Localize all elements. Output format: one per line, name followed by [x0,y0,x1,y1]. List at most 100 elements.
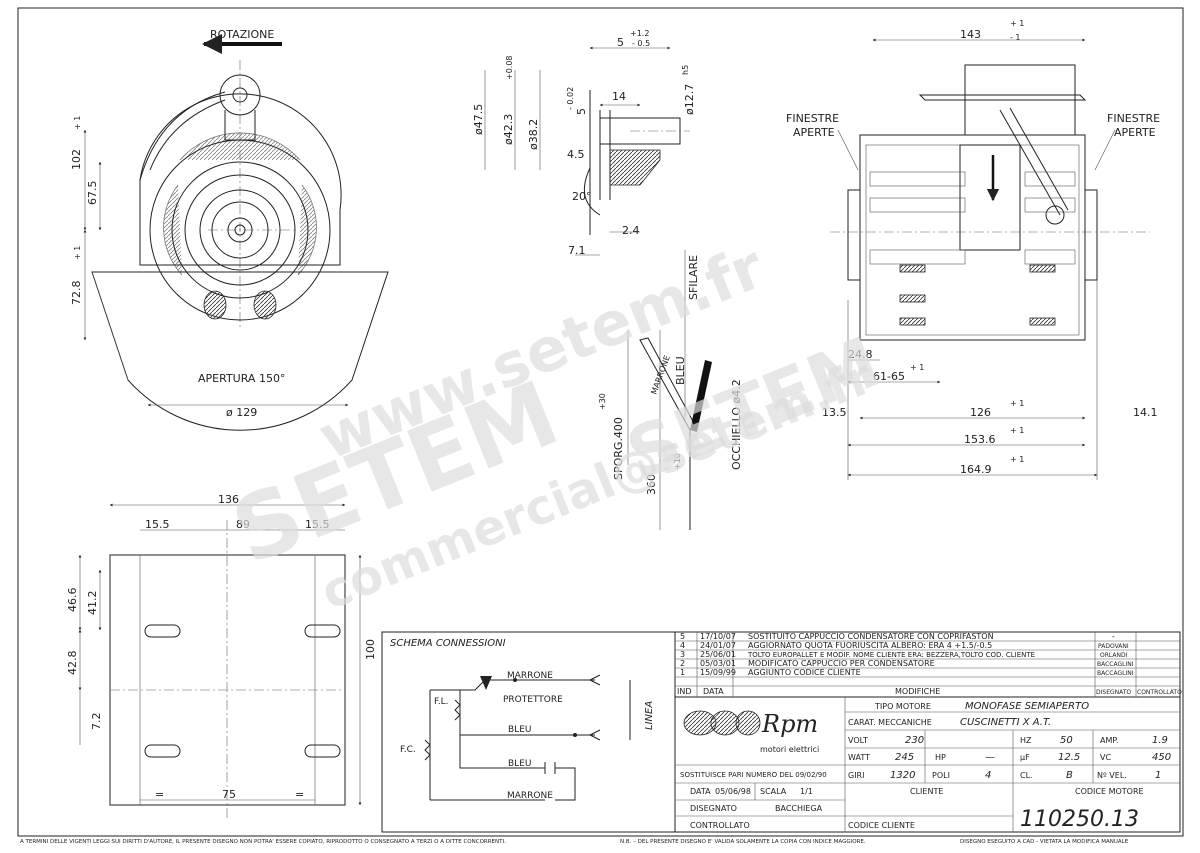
protector-label: PROTETTORE [503,695,563,705]
wire-blue-mid: BLEU [508,725,531,735]
hp-value: — [985,752,995,763]
dim-12-7: ø12.7 [683,84,696,115]
svg-text:05/03/01: 05/03/01 [700,659,736,668]
svg-text:Nº VEL.: Nº VEL. [1097,771,1127,780]
open-windows-left-l1: FINESTRE [786,112,839,125]
svg-text:4: 4 [680,641,685,650]
wire-blue-label: BLEU [674,356,687,385]
shaft-detail-view: 20° ø47.5 ø42.3 +0.08 ø38.2 - 0.02 5 ø12… [472,29,696,257]
vc-value: 450 [1152,752,1171,763]
sheet-border [17,7,1184,837]
svg-text:3: 3 [680,650,685,659]
svg-text:motori elettrici: motori elettrici [760,745,819,754]
svg-text:+ 1: + 1 [1010,19,1024,28]
svg-text:+0.08: +0.08 [505,55,514,80]
svg-text:DISEGNATO: DISEGNATO [1096,689,1131,696]
dim-5-top: 5 [617,36,624,49]
svg-text:MODIFICATO CAPPUCCIO PER CONDE: MODIFICATO CAPPUCCIO PER CONDENSATORE [748,659,935,668]
cable-detail-view: SFILARE BLEU MARRONE SPORG.400 +30 OCCHI… [598,250,743,530]
svg-text:2: 2 [680,659,685,668]
svg-text:+ 1: + 1 [1010,426,1024,435]
dim-diameter-129: ø 129 [226,406,257,419]
dim-72-8: 72.8 [70,281,83,306]
poles-value: 4 [985,770,991,781]
svg-text:Rpm: Rpm [761,710,818,738]
svg-text:VC: VC [1100,753,1111,762]
motor-code: 110250.13 [1020,807,1139,832]
revision-row-3: 3 25/06/01 TOLTO EUROPALLET E MODIF. NOM… [680,650,1128,659]
revision-row-4: 4 24/01/07 AGGIORNATO QUOTA FUORIUSCITA … [680,641,1129,650]
svg-text:IND: IND [677,687,692,696]
footer-note: N.B. – DEL PRESENTE DISEGNO E' VALIDA SO… [620,839,866,845]
title-block: SCHEMA CONNESSIONI MARRONE PROTETTORE BL… [381,631,1182,833]
watermark: www.setem.fr SETEM SETEM commercial@sete… [219,232,891,621]
svg-text:- 1: - 1 [1010,33,1021,42]
svg-text:MODIFICHE: MODIFICHE [895,687,940,696]
svg-text:17/10/07: 17/10/07 [700,632,736,641]
side-view: FINESTRE APERTE FINESTRE APERTE 143 + 1 … [786,19,1160,480]
svg-text:ORLANDI: ORLANDI [1100,652,1128,659]
dim-42-8: 42.8 [66,651,79,676]
drawing-date: 05/06/98 [715,787,751,796]
svg-text:DATA: DATA [703,687,724,696]
svg-text:CONTROLLATO: CONTROLLATO [690,821,750,830]
svg-text:+ 1: + 1 [1010,455,1024,464]
svg-text:5: 5 [680,632,685,641]
rpm-value: 1320 [890,770,915,781]
dim-2-4: 2.4 [622,224,640,237]
dim-126: 126 [970,406,991,419]
dim-164-9: 164.9 [960,463,992,476]
slide-off-label: SFILARE [687,255,700,300]
svg-text:h5: h5 [681,65,690,75]
dim-15-5-right: 15.5 [305,518,330,531]
amp-value: 1.9 [1152,735,1168,746]
fc-label: F.C. [400,745,416,755]
svg-text:CLIENTE: CLIENTE [910,787,943,796]
dim-61-65: 61-65 [873,370,905,383]
svg-text:DATA: DATA [690,787,711,796]
svg-text:AGGIUNTO CODICE CLIENTE: AGGIUNTO CODICE CLIENTE [748,668,861,677]
revision-table: 5 17/10/07 SOSTITUITO CAPPUCCIO CONDENSA… [675,632,1182,698]
svg-text:CL.: CL. [1020,771,1033,780]
svg-text:24/01/07: 24/01/07 [700,641,736,650]
svg-text:VOLT: VOLT [848,736,868,745]
dim-5-shaft: 5 [575,108,588,115]
svg-text:1: 1 [680,668,685,677]
drawn-by: BACCHIEGA [775,804,823,813]
svg-text:PADOVANI: PADOVANI [1098,643,1129,650]
dim-38-2: ø38.2 [527,119,540,150]
wire-brown-top: MARRONE [507,671,553,681]
open-windows-right-l2: APERTE [1114,126,1156,139]
motor-type: MONOFASE SEMIAPERTO [965,701,1089,712]
dim-15-5-left: 15.5 [145,518,170,531]
open-windows-left-l2: APERTE [793,126,835,139]
line-label: LINEA [644,701,655,730]
svg-text:WATT: WATT [848,753,870,762]
svg-text:µF: µF [1020,753,1030,762]
dim-67-5: 67.5 [86,181,99,206]
svg-text:+ 1: + 1 [73,116,82,130]
svg-text:15/09/99: 15/09/99 [700,668,736,677]
svg-text:+1.2: +1.2 [630,29,649,38]
svg-text:CODICE CLIENTE: CODICE CLIENTE [848,821,915,830]
rotation-label: ROTAZIONE [210,28,274,41]
dim-100: 100 [364,639,377,660]
revision-row-1: 1 15/09/99 AGGIUNTO CODICE CLIENTE BACCA… [680,668,1134,677]
wire-brown-bottom: MARRONE [507,791,553,801]
watt-value: 245 [895,752,914,763]
svg-text:DISEGNATO: DISEGNATO [690,804,737,813]
svg-text:AMP.: AMP. [1100,736,1119,745]
svg-text:AGGIORNATO QUOTA FUORIUSCITA A: AGGIORNATO QUOTA FUORIUSCITA ALBERO: ERA… [748,641,992,650]
svg-text:SOSTITUISCE PARI NUMERO DEL 09: SOSTITUISCE PARI NUMERO DEL 09/02/90 [680,771,827,779]
dim-7-2: 7.2 [90,713,103,731]
footer-copyright: A TERMINI DELLE VIGENTI LEGGI SUI DIRITT… [20,839,506,845]
dim-102: 102 [70,149,83,170]
dim-360: 360 [645,474,658,495]
svg-text:BACCAGLINI: BACCAGLINI [1097,670,1134,677]
svg-text:SOSTITUITO CAPPUCCIO CONDENSAT: SOSTITUITO CAPPUCCIO CONDENSATORE CON CO… [748,632,994,641]
footer-cad: DISEGNO ESEGUITO A CAD - VIETATA LA MODI… [960,839,1129,845]
svg-text:+10: +10 [673,453,682,470]
speeds-value: 1 [1155,770,1161,781]
dim-153-6: 153.6 [964,433,996,446]
